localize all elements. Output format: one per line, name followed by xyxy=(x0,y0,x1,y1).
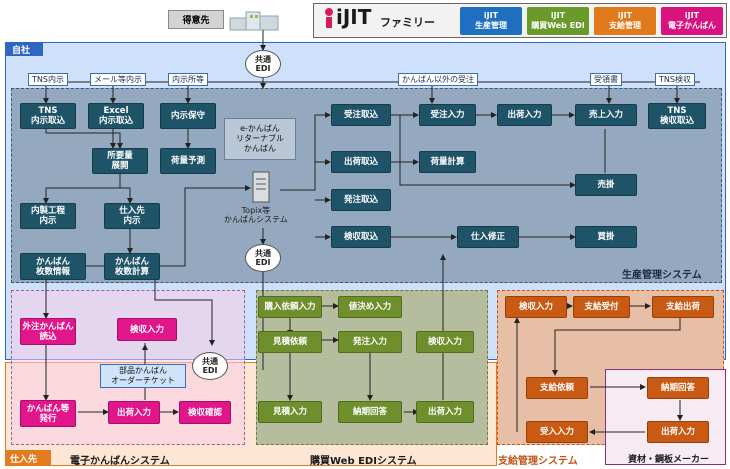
ijit-logo-icon xyxy=(325,8,333,28)
prod-uriage-box[interactable]: 売上入力 xyxy=(575,104,637,126)
supply-shukka-box[interactable]: 支給出荷 xyxy=(652,296,714,318)
tag-kanban-other: かんばん以外の受注 xyxy=(398,73,478,86)
prod-tns-box[interactable]: TNS 内示取込 xyxy=(20,103,76,129)
prod-shukka-box[interactable]: 出荷取込 xyxy=(331,151,391,173)
prod-juchu-in-box[interactable]: 受注入力 xyxy=(419,104,476,126)
supply-kenshu-box[interactable]: 検収入力 xyxy=(505,296,567,318)
edi-kenshu-box[interactable]: 検収入力 xyxy=(416,331,474,353)
supplier-label: 仕入先 xyxy=(10,455,38,465)
product-badge-0[interactable]: iJIT 生産管理 xyxy=(460,7,522,35)
prod-maisu-calc-box[interactable]: かんばん 枚数計算 xyxy=(104,253,160,280)
prod-juchu-box[interactable]: 受注取込 xyxy=(331,104,391,126)
webedi-label: 購買Web EDIシステム xyxy=(310,456,417,467)
prod-kaikake-box[interactable]: 買掛 xyxy=(575,226,637,248)
edi-mid-circle: 共通 EDI xyxy=(245,244,281,272)
prod-shiire-fix-box[interactable]: 仕入修正 xyxy=(457,226,519,248)
prod-shiire-naiji-box[interactable]: 仕入先 内示 xyxy=(104,203,160,229)
supply-shukka-in-box[interactable]: 出荷入力 xyxy=(647,421,709,443)
product-badge-1[interactable]: iJIT 購買Web EDI xyxy=(527,7,589,35)
edi-hacchu-box[interactable]: 発注入力 xyxy=(338,331,402,353)
factory-icon xyxy=(229,11,279,31)
server-icon xyxy=(252,171,270,203)
edi-irai-box[interactable]: 購入依頼入力 xyxy=(258,296,322,318)
supply-noki-box[interactable]: 納期回答 xyxy=(647,377,709,399)
ekb-kenshu-box[interactable]: 検収入力 xyxy=(117,318,177,341)
maker-label: 資材・鋼板メーカー xyxy=(628,455,710,465)
prod-shoyo-box[interactable]: 所要量 展開 xyxy=(92,148,148,174)
edi-low-circle: 共通 EDI xyxy=(192,352,228,380)
prod-hozon-box[interactable]: 内示保守 xyxy=(160,103,216,129)
prod-maisu-box[interactable]: かんばん 枚数情報 xyxy=(20,253,86,280)
brand-label: iJIT xyxy=(336,5,372,29)
ekanban-note: e-かんばん リターナブル かんばん xyxy=(224,118,296,160)
product-badge-3[interactable]: iJIT 電子かんばん xyxy=(661,7,723,35)
edi-mitsu-irai-box[interactable]: 見積依頼 xyxy=(258,331,322,353)
supply-uketsuke-box[interactable]: 支給受付 xyxy=(573,296,630,318)
prod-urikake-box[interactable]: 売掛 xyxy=(575,174,637,196)
edi-mitsu-in-box[interactable]: 見積入力 xyxy=(258,401,322,423)
tag-mail: メール等内示 xyxy=(90,73,146,86)
supply-irai-box[interactable]: 支給依頼 xyxy=(526,377,588,399)
customer-label: 得意先 xyxy=(182,16,210,26)
company-label-bg xyxy=(5,42,43,56)
production-label: 生産管理システム xyxy=(622,270,702,281)
supply-ukeire-box[interactable]: 受入入力 xyxy=(526,421,588,443)
prod-niryo-box[interactable]: 荷量予測 xyxy=(160,148,216,174)
tag-naiji: 内示所等 xyxy=(168,73,208,86)
tag-tns: TNS内示 xyxy=(28,73,68,86)
prod-shukka-in-box[interactable]: 出荷入力 xyxy=(497,104,552,126)
ekb-kenshu-chk-box[interactable]: 検収確認 xyxy=(179,401,231,424)
ekb-hakko-box[interactable]: かんばん等 発行 xyxy=(20,400,76,427)
prod-naisei-box[interactable]: 内製工程 内示 xyxy=(20,203,76,229)
customer-box: 得意先 xyxy=(168,10,224,29)
prod-tns-kenshu-box[interactable]: TNS 検収取込 xyxy=(648,103,706,129)
edi-noki-box[interactable]: 納期回答 xyxy=(338,401,402,423)
prod-hacchu-box[interactable]: 発注取込 xyxy=(331,189,391,211)
edi-shukka-box[interactable]: 出荷入力 xyxy=(416,401,474,423)
company-label: 自社 xyxy=(12,46,31,56)
edi-top-circle: 共通 EDI xyxy=(245,50,281,78)
ekb-gaichu-box[interactable]: 外注かんばん 読込 xyxy=(20,318,76,345)
tag-receipt: 受領書 xyxy=(590,73,622,86)
ekanban-label: 電子かんばんシステム xyxy=(70,456,170,467)
parts-kanban-note: 部品かんばん オーダーチケット xyxy=(100,364,186,388)
tag-tns-inspect: TNS検収 xyxy=(655,73,695,86)
supply-label: 支給管理システム xyxy=(498,456,578,467)
edi-nekime-box[interactable]: 値決め入力 xyxy=(338,296,402,318)
topix-note: Topix等 かんばんシステム xyxy=(224,206,288,224)
prod-kenshu-box[interactable]: 検収取込 xyxy=(331,226,391,248)
product-badge-2[interactable]: iJIT 支給管理 xyxy=(594,7,656,35)
family-label: ファミリー xyxy=(380,16,435,29)
prod-niryo-calc-box[interactable]: 荷量計算 xyxy=(419,151,476,173)
prod-excel-box[interactable]: Excel 内示取込 xyxy=(88,103,144,129)
supplier-label-bg xyxy=(5,450,51,466)
ekb-shukka-box[interactable]: 出荷入力 xyxy=(108,401,160,424)
